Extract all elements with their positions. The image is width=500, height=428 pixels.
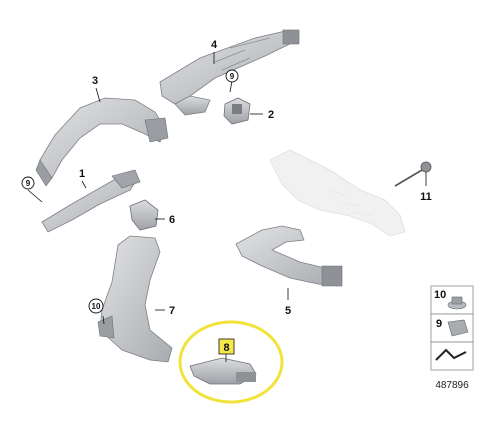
svg-text:9: 9 xyxy=(230,72,235,81)
circled-callout-10: 10 xyxy=(88,298,104,314)
leader-lines xyxy=(27,52,289,362)
part-1-duct xyxy=(41,169,141,233)
part-6-bracket xyxy=(129,199,159,231)
ghost-part xyxy=(269,149,406,237)
legend-bracket-icon xyxy=(435,348,467,361)
part-8-clip xyxy=(189,357,257,385)
callout-7: 7 xyxy=(169,305,175,317)
part-7-duct xyxy=(97,235,173,363)
callout-4: 4 xyxy=(211,39,218,51)
part-11-screw xyxy=(394,161,432,187)
reference-number: 487896 xyxy=(435,380,469,391)
callout-6: 6 xyxy=(169,214,175,226)
highlight-ring xyxy=(178,320,284,404)
legend-number-10: 10 xyxy=(434,289,446,301)
svg-text:10: 10 xyxy=(92,302,101,311)
part-2-clip xyxy=(223,97,251,125)
callout-8-highlighted: 8 xyxy=(218,338,235,355)
callout-1: 1 xyxy=(79,168,85,180)
legend-number-9: 9 xyxy=(436,318,442,330)
svg-text:9: 9 xyxy=(26,179,31,188)
legend-nut-icon xyxy=(447,296,467,310)
callout-3: 3 xyxy=(92,75,98,87)
callout-2: 2 xyxy=(268,109,274,121)
part-3-duct xyxy=(35,97,169,187)
callout-5: 5 xyxy=(285,305,291,317)
circled-callout-9-top: 9 xyxy=(225,69,239,83)
callout-11: 11 xyxy=(420,191,432,203)
circled-callout-9-left: 9 xyxy=(21,176,35,190)
part-4-duct xyxy=(159,29,300,116)
part-5-duct xyxy=(235,225,343,287)
svg-text:8: 8 xyxy=(223,342,229,354)
legend-panel: 10 9 xyxy=(430,285,474,371)
legend-clip-icon xyxy=(447,319,469,337)
